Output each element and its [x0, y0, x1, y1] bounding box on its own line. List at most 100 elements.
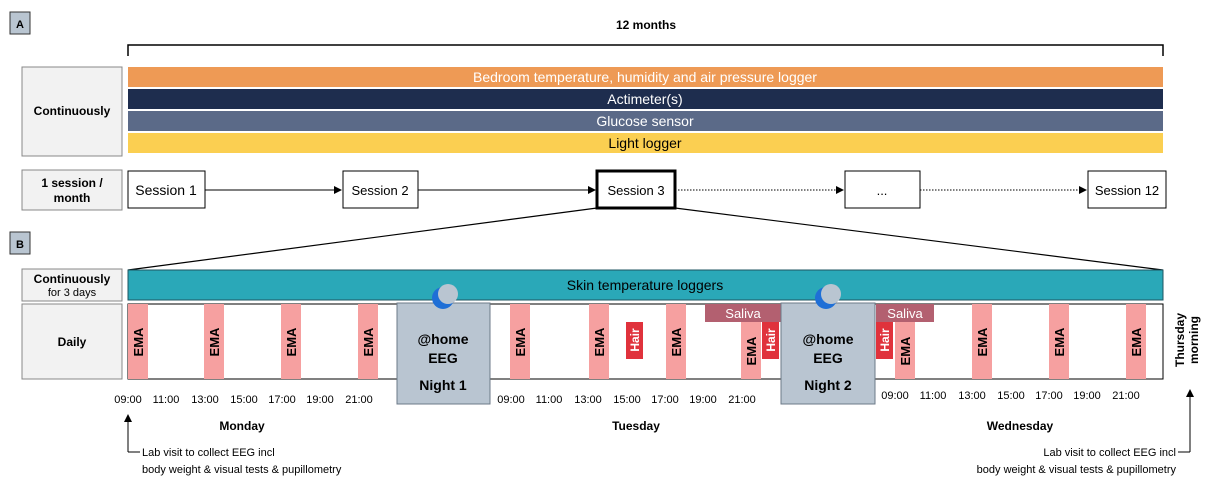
ema-bar [358, 304, 378, 379]
session-12-label: Session 12 [1095, 183, 1159, 198]
session-row-label-2: month [54, 191, 91, 205]
ema-bar [666, 304, 686, 379]
daily-row-label: Daily [58, 335, 87, 349]
night-1-line-3: Night 1 [419, 377, 467, 393]
time-label: 21:00 [1112, 390, 1140, 402]
ema-label: EMA [1129, 327, 1144, 357]
ema-label: EMA [975, 327, 990, 357]
ema-label: EMA [131, 327, 146, 357]
moon-icon [815, 284, 841, 309]
saliva-label-1: Saliva [725, 306, 761, 321]
session-1-label: Session 1 [135, 182, 197, 198]
ema-label: EMA [207, 327, 222, 357]
time-label: 15:00 [230, 394, 258, 406]
continuous-3days-label-1: Continuously [34, 272, 111, 286]
session-2-box [342, 170, 419, 209]
ema-label: EMA [284, 327, 299, 357]
day-label-monday: Monday [219, 419, 265, 433]
lab-note-left-line-2: body weight & visual tests & pupillometr… [142, 464, 342, 476]
ema-label: EMA [669, 327, 684, 357]
ema-bar [589, 304, 609, 379]
night-1-line-2: EEG [428, 350, 458, 366]
night-2-line-3: Night 2 [804, 377, 852, 393]
panel-b-badge [9, 231, 31, 255]
time-label: 19:00 [306, 394, 334, 406]
duration-label: 12 months [616, 18, 676, 32]
saliva-bar-1 [705, 304, 782, 322]
hair-marker-tuesday [626, 322, 643, 359]
day-label-tuesday: Tuesday [612, 419, 660, 433]
panel-b: B Continuously for 3 days Skin temperatu… [9, 231, 1201, 476]
bar-light-logger-label: Light logger [608, 135, 682, 151]
time-label: 17:00 [651, 394, 679, 406]
ema-label: EMA [513, 327, 528, 357]
saliva-bar-2 [876, 304, 934, 322]
ema-bar [972, 304, 992, 379]
lab-note-right-line-1: Lab visit to collect EEG incl [1043, 447, 1176, 459]
ema-label: EMA [361, 327, 376, 357]
time-label: 11:00 [536, 394, 563, 406]
hair-label: Hair [764, 328, 778, 352]
time-label: 15:00 [997, 390, 1025, 402]
ema-bar [204, 304, 224, 379]
ema-bar [741, 322, 761, 379]
time-label: 21:00 [728, 394, 756, 406]
ema-bar [1049, 304, 1069, 379]
skin-temperature-label: Skin temperature loggers [567, 277, 723, 293]
session-ellipsis-label: ... [877, 183, 888, 198]
continuous-row-header [21, 66, 123, 157]
night-2-line-2: EEG [813, 350, 843, 366]
time-label: 09:00 [497, 394, 525, 406]
ema-bar [128, 304, 148, 379]
time-label: 13:00 [191, 394, 219, 406]
night-1-eeg-box [396, 302, 491, 405]
zoom-line-right [674, 207, 1164, 271]
session-2-label: Session 2 [351, 183, 408, 198]
hair-label: Hair [878, 328, 892, 352]
continuous-3days-header [21, 268, 123, 302]
thursday-label-2: morning [1187, 316, 1201, 364]
ema-label: EMA [592, 327, 607, 357]
bar-bedroom-logger-label: Bedroom temperature, humidity and air pr… [473, 69, 817, 85]
time-label: 19:00 [1073, 390, 1101, 402]
continuous-row-label: Continuously [34, 104, 111, 118]
time-label: 13:00 [574, 394, 602, 406]
time-label: 19:00 [689, 394, 717, 406]
moon-icon [432, 284, 458, 309]
time-label: 09:00 [881, 390, 909, 402]
time-label: 09:00 [114, 394, 142, 406]
time-label: 17:00 [268, 394, 296, 406]
thursday-label-1: Thursday [1173, 313, 1187, 367]
continuous-3days-label-2: for 3 days [48, 287, 97, 299]
duration-bracket [127, 44, 1164, 56]
day-label-wednesday: Wednesday [987, 419, 1054, 433]
continuous-bars: Bedroom temperature, humidity and air pr… [128, 67, 1163, 153]
panel-a-badge [9, 11, 31, 35]
time-label: 15:00 [613, 394, 641, 406]
panel-a: A 12 months Continuously Bedroom tempera… [9, 11, 1167, 211]
bar-glucose-sensor [128, 111, 1163, 131]
bar-light-logger [128, 133, 1163, 153]
time-label: 17:00 [1035, 390, 1063, 402]
daily-row-header [21, 303, 123, 380]
panel-b-label: B [16, 239, 24, 251]
hair-marker-wednesday [876, 322, 893, 359]
bar-glucose-sensor-label: Glucose sensor [596, 113, 694, 129]
hair-label: Hair [628, 328, 642, 352]
session-3-label: Session 3 [607, 183, 664, 198]
zoom-line-left [127, 207, 598, 271]
ema-bar [895, 322, 915, 379]
time-labels: 09:00 11:00 13:00 15:00 17:00 19:00 21:0… [114, 390, 1140, 406]
time-label: 11:00 [153, 394, 180, 406]
ema-label: EMA [898, 336, 913, 366]
ema-bar [510, 304, 530, 379]
session-row-label-1: 1 session / [41, 176, 103, 190]
night-1-line-1: @home [418, 331, 469, 347]
time-label: 11:00 [920, 390, 947, 402]
ema-label: EMA [1052, 327, 1067, 357]
time-label: 21:00 [345, 394, 373, 406]
session-row-header [21, 169, 123, 211]
bar-actimeter-label: Actimeter(s) [607, 91, 682, 107]
ema-label: EMA [744, 336, 759, 366]
